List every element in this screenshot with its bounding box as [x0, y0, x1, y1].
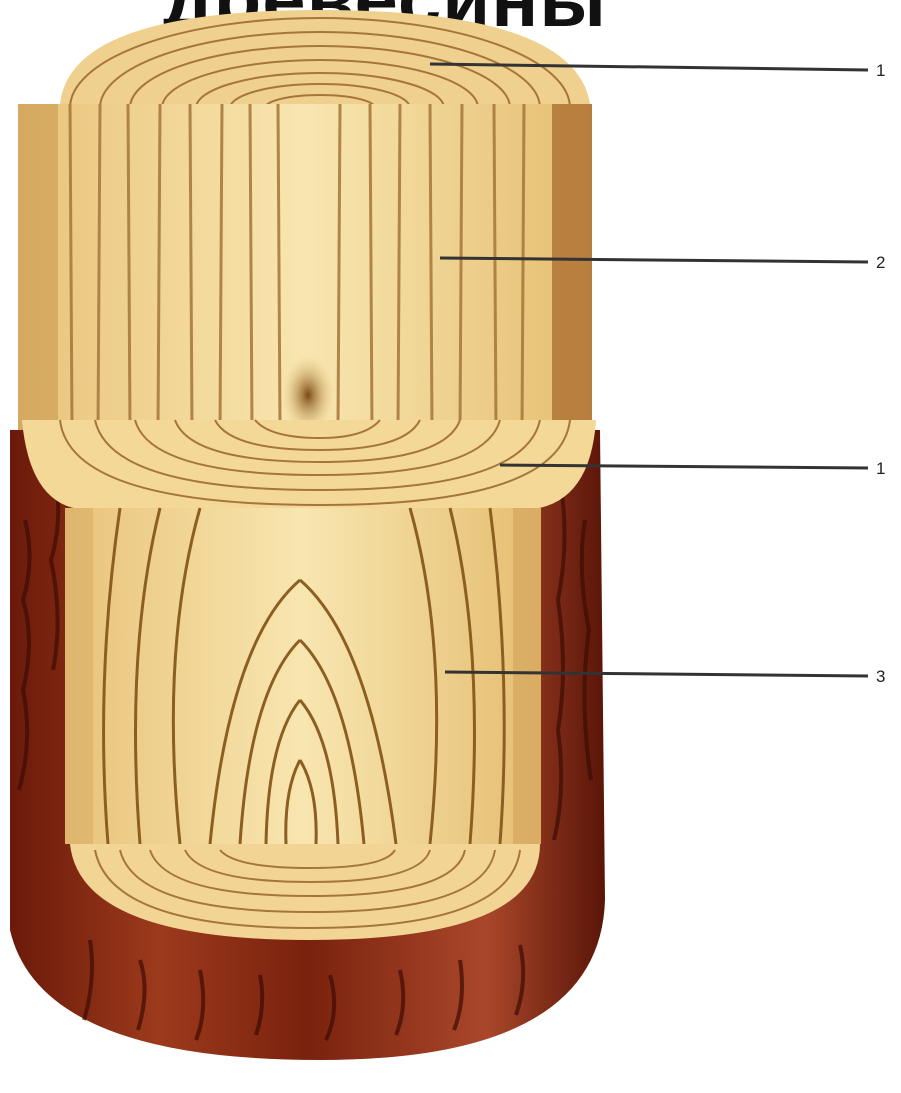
label-transverse-middle: 1 — [876, 459, 885, 478]
label-tangential: 3 — [876, 667, 885, 686]
label-transverse-top: 1 — [876, 61, 885, 80]
label-radial: 2 — [876, 253, 885, 272]
